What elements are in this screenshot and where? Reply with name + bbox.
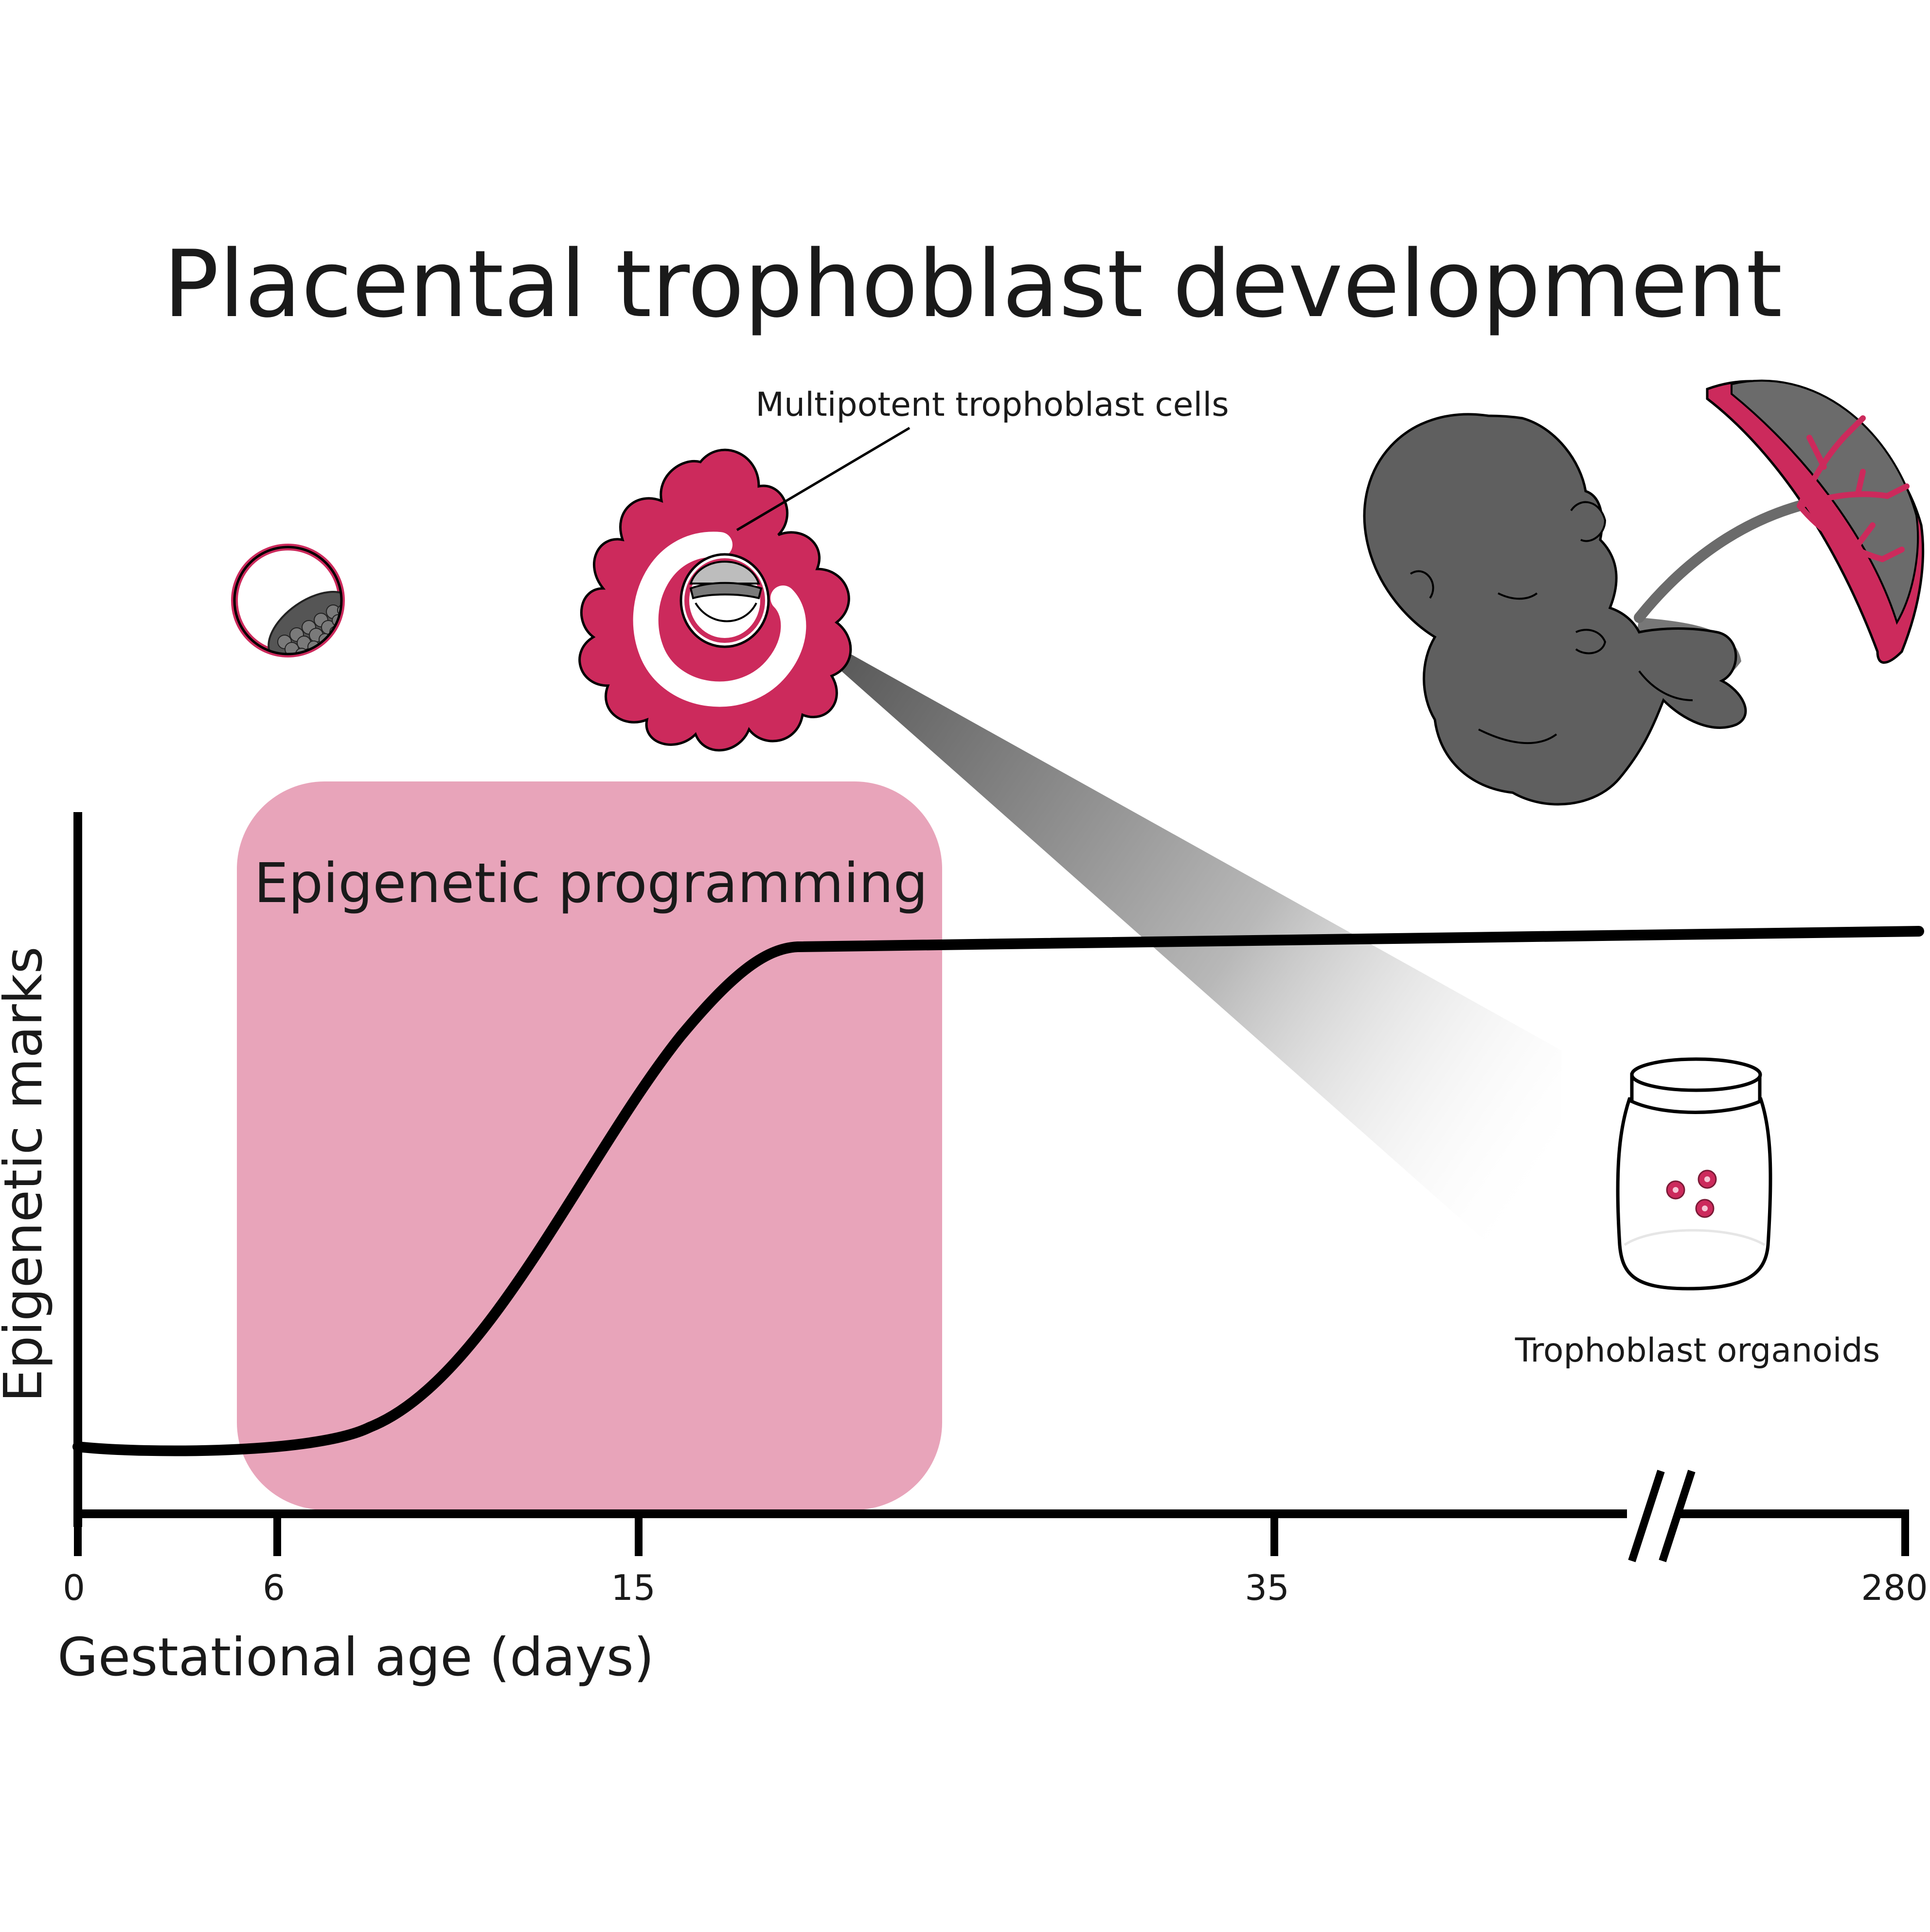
- axis-break-mark-2: [1659, 1470, 1696, 1562]
- callout-pointer: [736, 426, 911, 532]
- y-axis-label: Epigenetic marks: [0, 946, 54, 1402]
- umbilical-cord-icon: [1634, 500, 1805, 623]
- figure-title: Placental trophoblast development: [163, 230, 1783, 338]
- placenta-icon: [1706, 379, 1925, 664]
- x-tick-label: 15: [611, 1567, 656, 1608]
- x-tick-label: 0: [63, 1567, 85, 1608]
- projection-beam: [838, 652, 1561, 1308]
- organoid-jar-icon: [1616, 1057, 1772, 1291]
- epigenetic-window-label: Epigenetic programming: [254, 852, 928, 915]
- implanting-embryo-icon: [578, 448, 852, 752]
- epigenetic-window: [237, 781, 942, 1510]
- x-axis-label: Gestational age (days): [57, 1627, 654, 1688]
- organoids-callout-label: Trophoblast organoids: [1515, 1331, 1880, 1370]
- x-tick-label: 6: [263, 1567, 285, 1608]
- blastocyst-icon: [231, 544, 345, 657]
- x-tick-label: 280: [1861, 1567, 1928, 1608]
- fetus-icon: [1363, 413, 1747, 806]
- epigenetic-curve: [72, 926, 1924, 1456]
- x-tick-label: 35: [1245, 1567, 1289, 1608]
- multipotent-callout-label: Multipotent trophoblast cells: [755, 386, 1229, 424]
- axis-break-mark-1: [1628, 1470, 1665, 1562]
